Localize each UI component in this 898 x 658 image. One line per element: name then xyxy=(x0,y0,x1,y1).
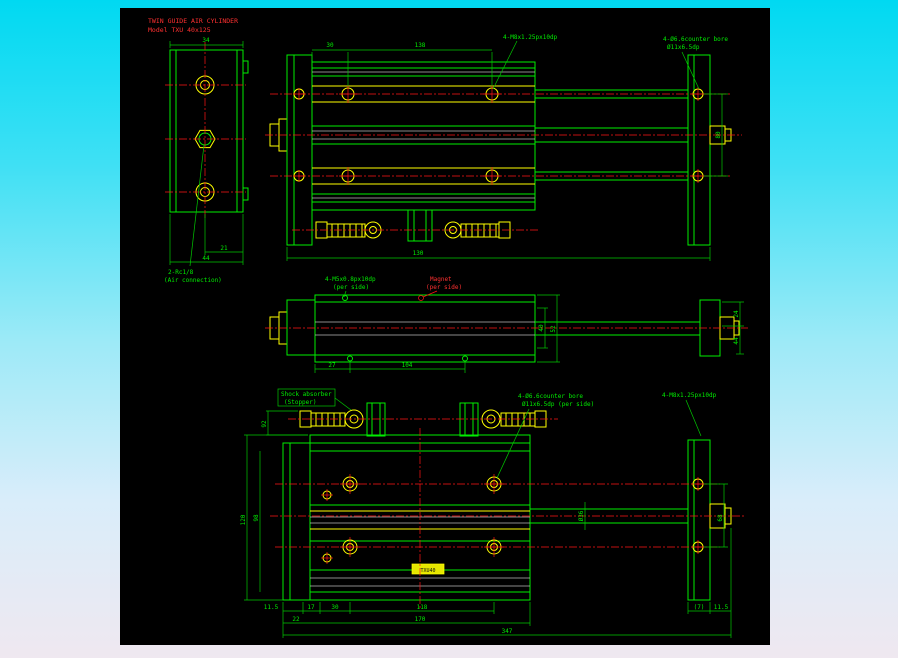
dim-138: 138 xyxy=(415,42,426,49)
dim-118: 118 xyxy=(417,604,428,611)
title-block: TWIN GUIDE AIR CYLINDER Model TXU 40x125 xyxy=(148,17,238,34)
tap-callout: 4-M8x1.25px10dp xyxy=(503,34,558,41)
cbore-callout-line1: 4-Ø6.6counter bore xyxy=(518,393,583,400)
tap-callout: 4-M8x1.25px10dp xyxy=(662,392,717,399)
dim-34: 34 xyxy=(202,37,210,44)
left-mounting-plate xyxy=(282,442,311,601)
dim-24: 24 xyxy=(733,310,740,318)
left-cap xyxy=(286,299,316,356)
port-label: 2-Rc1/8 xyxy=(168,269,194,276)
end-view-dimensions: 34 21 44 xyxy=(169,37,244,265)
end-view: 34 21 44 2-Rc1/8 (Air connection) xyxy=(164,37,249,284)
piston-rod-and-guides xyxy=(535,89,688,181)
dim-rod-dia: Ø36 xyxy=(578,510,585,521)
dim-120: 120 xyxy=(240,514,247,525)
dim-52: 52 xyxy=(550,325,557,333)
model-badge: TXU40 xyxy=(411,563,445,575)
piston-rod xyxy=(535,321,700,336)
end-view-outline xyxy=(169,49,249,213)
dim-130: 130 xyxy=(413,250,424,257)
magnet-callout-line1: Magnet xyxy=(430,276,452,283)
piston-rod xyxy=(530,508,688,524)
end-view-port-label: 2-Rc1/8 (Air connection) xyxy=(164,144,222,284)
body-bolt-holes xyxy=(321,474,504,564)
front-view: TXU40 Shock absorber (Stopper) 4-Ø6.6cou… xyxy=(240,388,745,638)
cbore-callout-line1: 4-Ø6.6counter bore xyxy=(663,36,728,43)
tap-callout-line1: 4-M5x0.8px10dp xyxy=(325,276,376,283)
dim-44: 44 xyxy=(733,337,740,345)
port-label-note: (Air connection) xyxy=(164,277,222,284)
top-view-dimensions: 30 138 4-M8x1.25px10dp 4-Ø6.6counter bor… xyxy=(286,34,728,261)
front-view-callouts: Shock absorber (Stopper) 4-Ø6.6counter b… xyxy=(277,388,717,479)
left-mounting-plate xyxy=(286,54,313,246)
dim-104: 104 xyxy=(402,362,413,369)
cylinder-body xyxy=(314,294,536,363)
shock-absorber-assembly xyxy=(315,209,511,242)
cad-drawing: TWIN GUIDE AIR CYLINDER Model TXU 40x125 xyxy=(148,17,748,638)
side-view-callouts: 4-M5x0.8px10dp (per side) Magnet (per si… xyxy=(325,276,462,298)
shock-callout-line2: (Stopper) xyxy=(284,399,317,406)
dim-11-5-left: 11.5 xyxy=(264,604,279,611)
shock-absorber-assembly xyxy=(299,402,547,437)
tap-callout-line2: (per side) xyxy=(333,284,369,291)
dim-68: 68 xyxy=(717,514,724,522)
dim-21: 21 xyxy=(220,245,228,252)
drawing-model: Model TXU 40x125 xyxy=(148,26,211,34)
front-view-dimensions: 92 120 98 68 Ø36 xyxy=(240,410,732,638)
dim-98: 98 xyxy=(253,514,260,522)
dim-30: 30 xyxy=(331,604,339,611)
top-view-centerlines xyxy=(265,93,742,231)
dim-30: 30 xyxy=(326,42,334,49)
dim-11-5-right: 11.5 xyxy=(714,604,729,611)
top-view: 30 138 4-M8x1.25px10dp 4-Ø6.6counter bor… xyxy=(265,34,742,261)
dim-92: 92 xyxy=(261,420,268,428)
dim-44: 44 xyxy=(202,255,210,262)
drawing-canvas: TWIN GUIDE AIR CYLINDER Model TXU 40x125 xyxy=(120,8,770,645)
right-end-plate xyxy=(687,54,711,246)
dim-7: (7) xyxy=(694,604,705,611)
shock-callout-line1: Shock absorber xyxy=(281,391,332,398)
dim-27: 27 xyxy=(328,362,336,369)
dim-170: 170 xyxy=(415,616,426,623)
cbore-callout-line2: Ø11x6.5dp xyxy=(667,44,700,51)
dim-40: 40 xyxy=(538,324,545,332)
cylinder-body xyxy=(311,61,536,211)
dim-17: 17 xyxy=(307,604,315,611)
end-view-centerlines xyxy=(165,42,246,220)
dim-22: 22 xyxy=(292,616,300,623)
badge-text: TXU40 xyxy=(420,568,435,574)
cbore-callout-line2: Ø11x6.5dp (per side) xyxy=(522,401,594,408)
side-view: 4-M5x0.8px10dp (per side) Magnet (per si… xyxy=(265,276,748,373)
right-end-plate xyxy=(687,439,711,601)
dim-347: 347 xyxy=(502,628,513,635)
drawing-title: TWIN GUIDE AIR CYLINDER xyxy=(148,17,238,25)
magnet-callout-line2: (per side) xyxy=(426,284,462,291)
front-view-centerlines xyxy=(270,418,745,608)
dim-80: 80 xyxy=(715,131,722,139)
side-view-dimensions: 27 104 40 52 24 44 xyxy=(314,294,744,373)
